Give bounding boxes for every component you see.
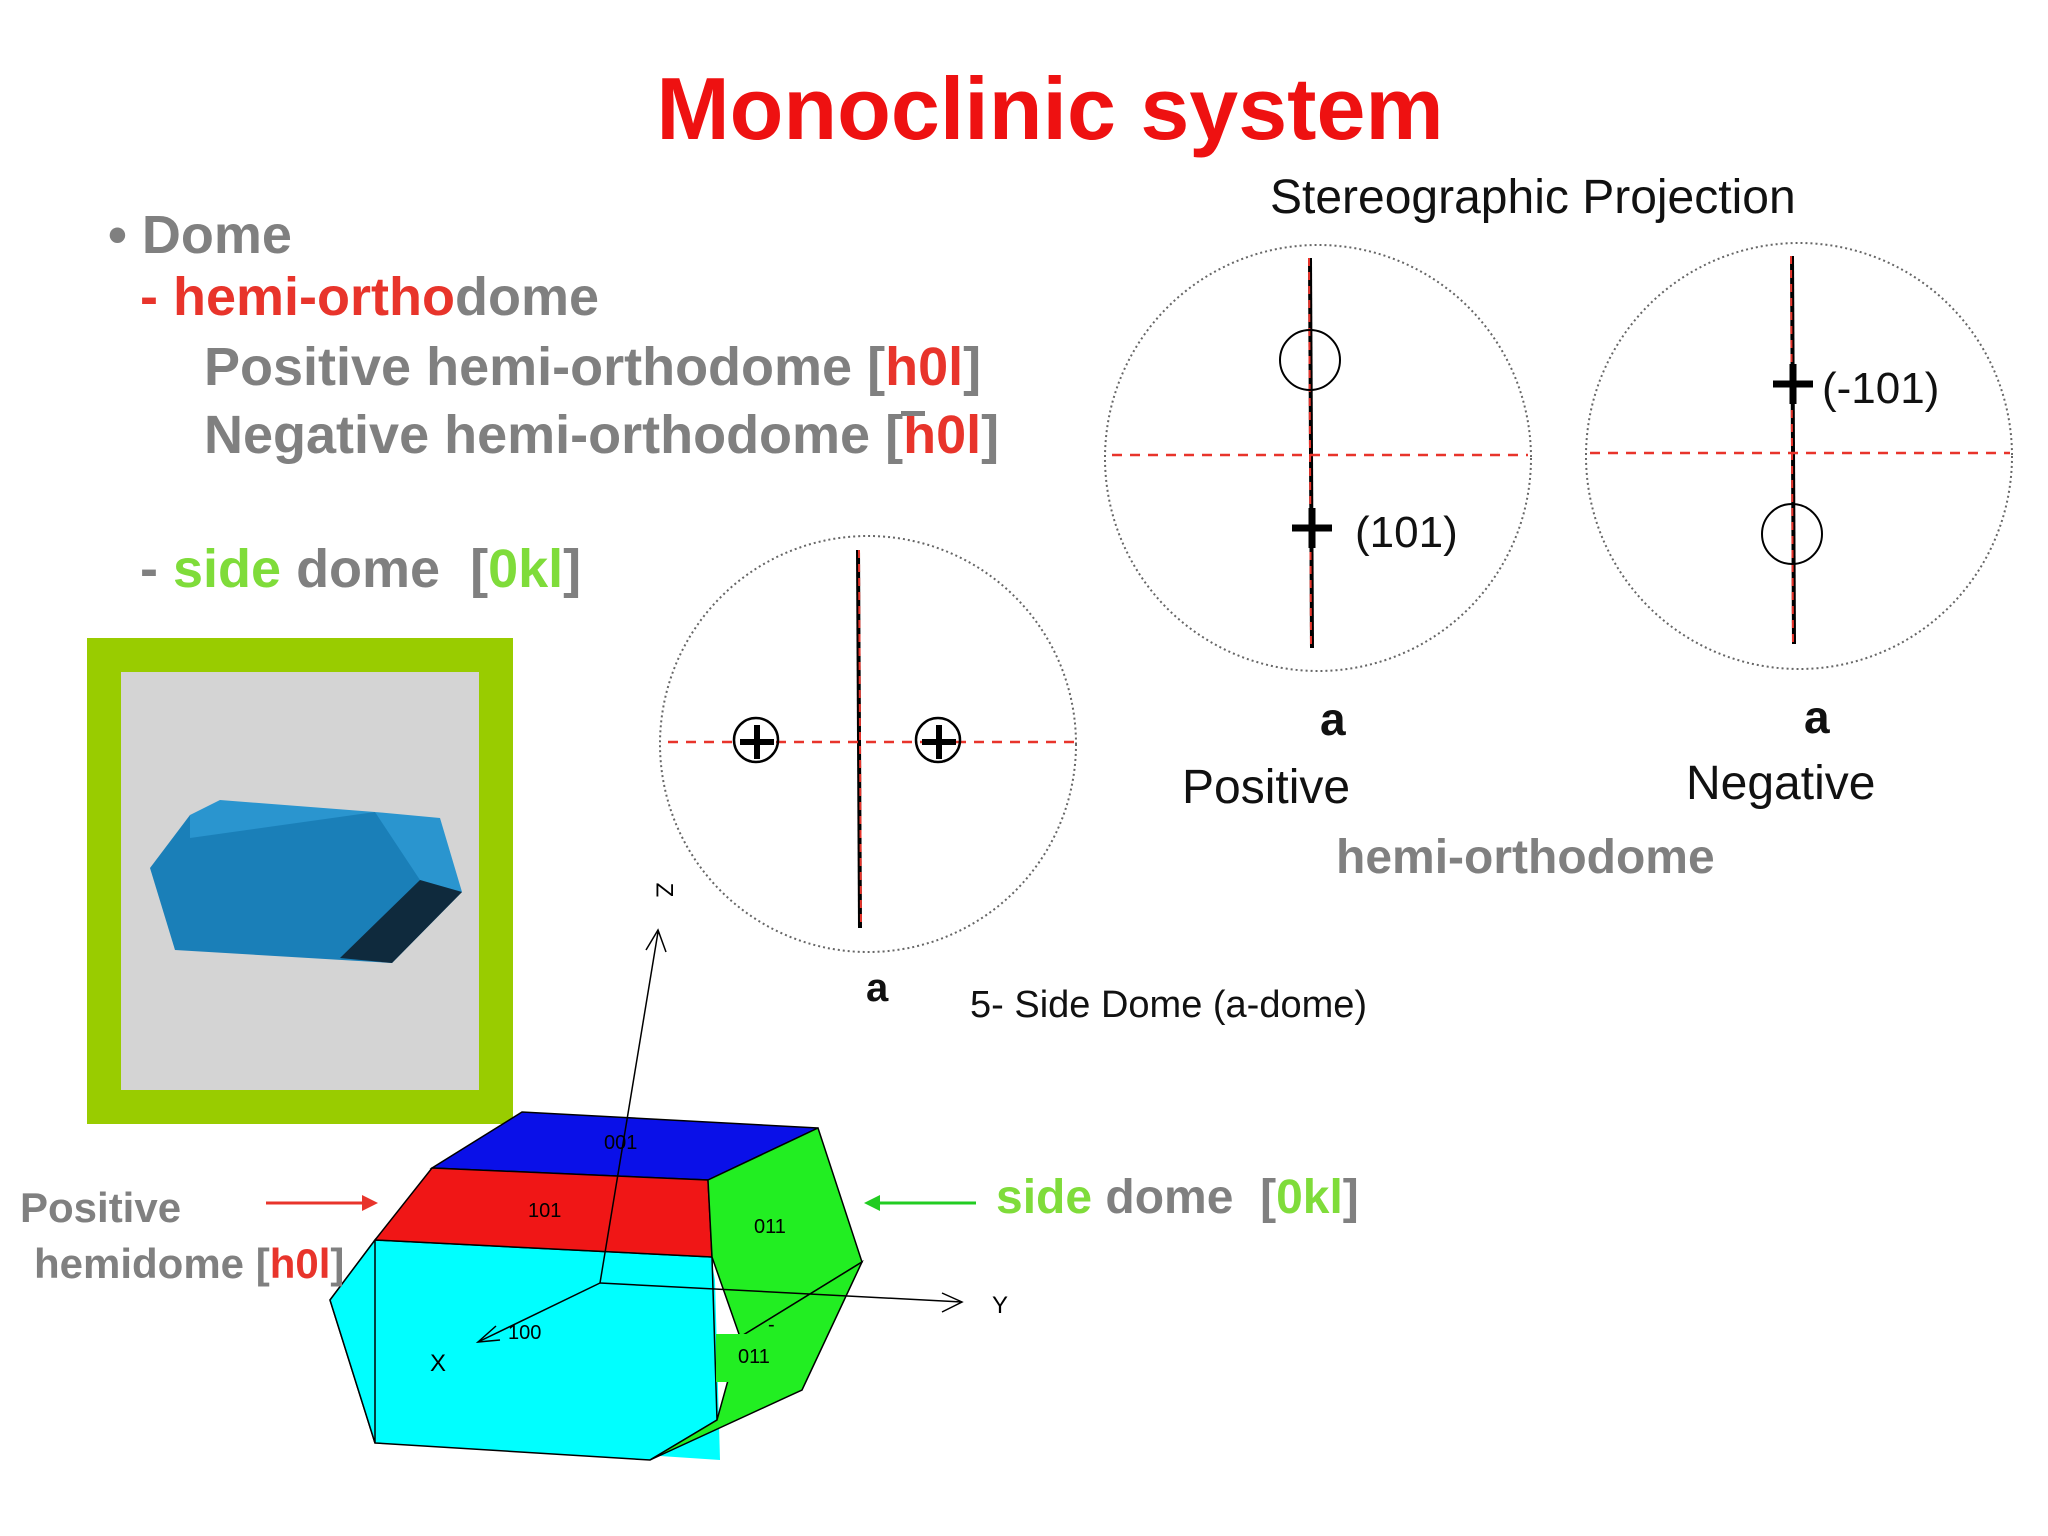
colored-crystal bbox=[329, 928, 964, 1461]
side-bracket-open: [ bbox=[470, 539, 489, 599]
crystal-side-word: side bbox=[996, 1171, 1093, 1224]
circle-marker-icon bbox=[1761, 503, 1823, 565]
face-101-label: 101 bbox=[528, 1200, 562, 1222]
positive-hemi-orthodome: Positive hemi-orthodome [h0l] bbox=[204, 336, 981, 398]
plus-marker-icon bbox=[732, 716, 780, 764]
plus-marker-icon bbox=[1292, 508, 1332, 548]
positive-pole-label: (101) bbox=[1355, 508, 1458, 557]
negative-stereogram bbox=[1585, 242, 2013, 670]
axis-x-label: X bbox=[430, 1350, 447, 1377]
positive-text: Positive hemi-orthodome bbox=[204, 337, 868, 397]
positive-hemidome-line2: hemidome [h0l] bbox=[34, 1240, 344, 1288]
crystal-side-dome-label: side dome [0kl] bbox=[996, 1170, 1359, 1225]
side-dome-caption: 5- Side Dome (a-dome) bbox=[970, 984, 1368, 1026]
positive-axis-a: a bbox=[1320, 693, 1346, 745]
negative-pole-label: (-101) bbox=[1822, 364, 1940, 413]
page-title: Monoclinic system bbox=[656, 59, 1444, 158]
positive-bracket-close: ] bbox=[963, 337, 982, 397]
face-001-label: 001 bbox=[604, 1132, 638, 1154]
negative-hemi-orthodome: Negative hemi-orthodome [h0l] bbox=[204, 404, 999, 466]
crystal-side-bracket-open: [ bbox=[1260, 1171, 1277, 1224]
positive-stereogram bbox=[1104, 244, 1532, 672]
face-011-label: 011 bbox=[754, 1216, 786, 1238]
negative-bracket-close: ] bbox=[981, 405, 1000, 465]
plus-marker-icon bbox=[1773, 364, 1813, 404]
plus-marker-icon bbox=[914, 716, 962, 764]
crystal-side-dome: dome bbox=[1092, 1171, 1261, 1224]
side-dash: - bbox=[140, 539, 173, 599]
side-bracket-close: ] bbox=[563, 539, 582, 599]
side-dome-axis-a: a bbox=[866, 966, 889, 1010]
side-word: side bbox=[173, 539, 282, 599]
crystal-model-image bbox=[87, 638, 513, 1124]
negative-caption: Negative bbox=[1686, 757, 1876, 810]
circle-marker-icon bbox=[1279, 329, 1341, 391]
crystal-side-index: 0kl bbox=[1276, 1171, 1343, 1224]
side-index: 0kl bbox=[488, 539, 564, 599]
bullet-hemi-orthodome: - hemi-orthodome bbox=[140, 266, 599, 328]
positive-bracket-open: [ bbox=[867, 337, 886, 397]
stereo-heading: Stereographic Projection bbox=[1270, 171, 1796, 224]
axis-z-label: Z bbox=[650, 882, 678, 898]
side-dome-stereogram bbox=[659, 535, 1077, 953]
positive-index: h0l bbox=[885, 337, 964, 397]
face-011-neg-label: 011 bbox=[738, 1346, 770, 1368]
positive-caption: Positive bbox=[1182, 761, 1351, 814]
negative-text: Negative hemi-orthodome bbox=[204, 405, 886, 465]
hemidome-bracket-close: ] bbox=[330, 1240, 345, 1287]
arrow-right-icon bbox=[266, 1195, 378, 1211]
bullet-side-dome: - side dome [0kl] bbox=[140, 538, 581, 600]
side-dome-text: dome bbox=[281, 539, 471, 599]
hemidome-bracket-open: [ bbox=[255, 1240, 270, 1287]
arrow-left-icon bbox=[864, 1195, 976, 1211]
bullet-dome: • Dome bbox=[108, 205, 292, 265]
axis-y-label: Y bbox=[992, 1292, 1009, 1319]
hemidome-index: h0l bbox=[269, 1240, 331, 1287]
negative-bracket-open: [ bbox=[885, 405, 904, 465]
hemi-prefix: - hemi-ortho bbox=[140, 267, 455, 327]
crystal-side-bracket-close: ] bbox=[1342, 1171, 1359, 1224]
positive-hemidome-line1: Positive bbox=[20, 1184, 182, 1231]
face-100-label: 100 bbox=[508, 1322, 542, 1344]
face-011-neg-bar: - bbox=[768, 1314, 775, 1336]
hemi-suffix: dome bbox=[454, 267, 599, 327]
hemidome-text: hemidome bbox=[34, 1240, 256, 1287]
negative-axis-a: a bbox=[1804, 691, 1830, 743]
hemi-orthodome-caption: hemi-orthodome bbox=[1336, 831, 1715, 884]
